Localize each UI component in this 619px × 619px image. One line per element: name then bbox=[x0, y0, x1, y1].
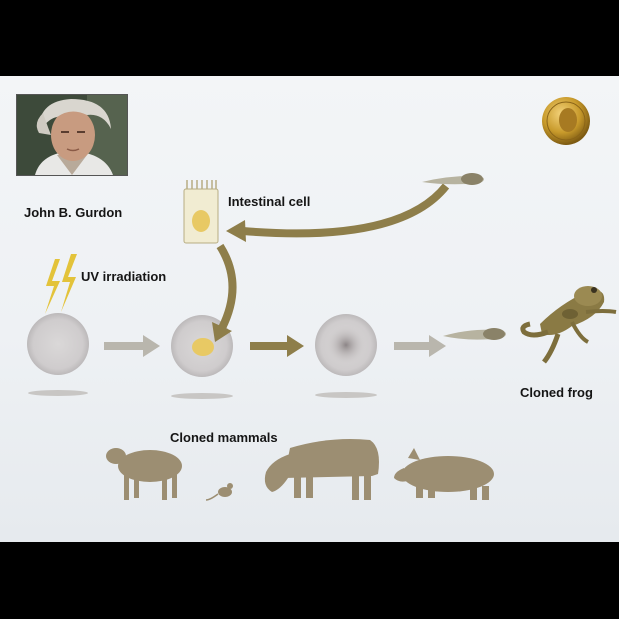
cloned-mammals-label: Cloned mammals bbox=[170, 430, 278, 445]
mouse-icon bbox=[205, 483, 233, 501]
egg-cell-enucleated bbox=[27, 313, 89, 396]
arrow-egg-to-transfer bbox=[104, 335, 160, 357]
tadpole-icon bbox=[422, 173, 484, 185]
nobel-medal-icon bbox=[542, 97, 590, 145]
slide: John B. Gurdon Intestinal cell UV irradi… bbox=[0, 76, 619, 542]
frog-icon bbox=[520, 286, 617, 364]
cow-icon bbox=[264, 439, 379, 500]
egg-cell-developing bbox=[315, 314, 377, 398]
cloned-frog-label: Cloned frog bbox=[520, 385, 593, 400]
portrait-photo bbox=[16, 94, 128, 176]
cloning-diagram bbox=[27, 97, 617, 501]
lightning-bolt-icon bbox=[45, 254, 77, 314]
intestinal-cell-icon bbox=[183, 180, 219, 244]
arrow-tadpole-to-cell bbox=[226, 183, 450, 242]
portrait-caption: John B. Gurdon bbox=[24, 205, 123, 220]
sheep-icon bbox=[106, 448, 182, 500]
pig-icon bbox=[394, 448, 494, 500]
arrow-cell-to-egg bbox=[212, 243, 237, 342]
intestinal-cell-label: Intestinal cell bbox=[228, 194, 311, 209]
uv-irradiation-label: UV irradiation bbox=[81, 269, 167, 284]
arrow-transfer-to-developing bbox=[250, 335, 304, 357]
tadpole-icon-result bbox=[443, 328, 506, 340]
arrow-developing-to-tadpole bbox=[394, 335, 446, 357]
